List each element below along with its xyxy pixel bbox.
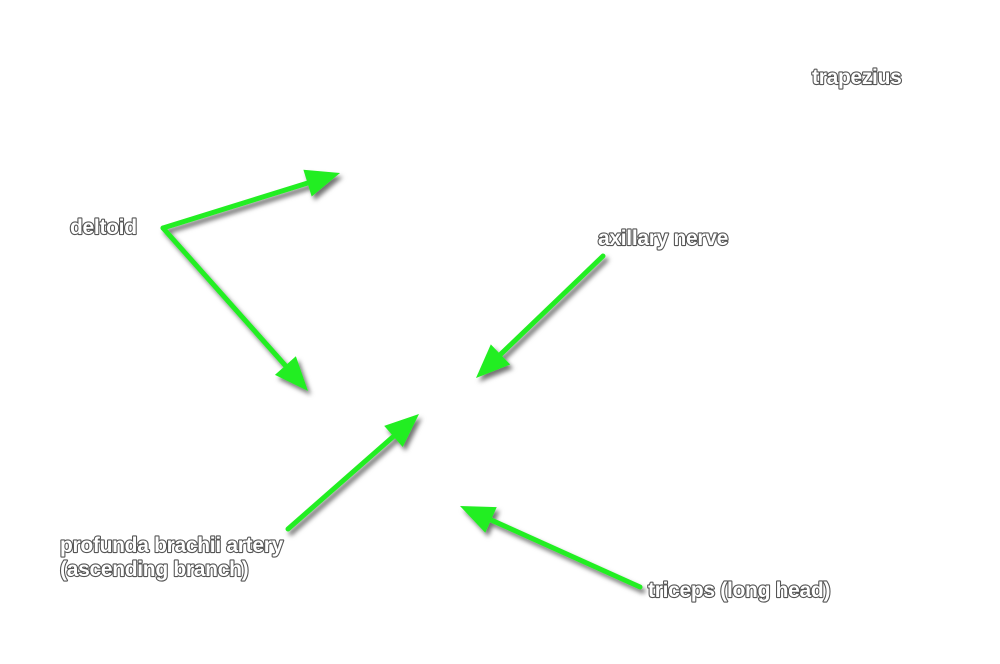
label-axillary-nerve: axillary nerve	[598, 227, 728, 250]
deltoid-lower-arrow-shaft	[160, 225, 291, 372]
deltoid-upper-arrow	[160, 169, 340, 231]
triceps-arrow-shaft	[484, 515, 643, 590]
deltoid-lower-arrow	[160, 225, 308, 391]
triceps-arrow-head	[460, 506, 497, 533]
profunda-brachii-arrow	[285, 414, 419, 532]
deltoid-lower-arrow-head	[274, 356, 308, 391]
label-profunda-brachii-line2: (ascending branch)	[60, 558, 248, 581]
deltoid-upper-arrow-shaft	[160, 179, 314, 231]
profunda-brachii-arrow-shaft	[285, 431, 399, 532]
axillary-nerve-arrow	[476, 253, 606, 378]
label-triceps-long-head: triceps (long head)	[648, 579, 830, 602]
arrows-layer	[160, 169, 643, 590]
label-deltoid: deltoid	[70, 216, 137, 239]
axillary-nerve-arrow-head	[476, 344, 511, 378]
label-trapezius: trapezius	[812, 66, 902, 89]
label-profunda-brachii-line1: profunda brachii artery	[60, 534, 284, 557]
profunda-brachii-arrow-head	[384, 414, 419, 447]
deltoid-upper-arrow-head	[303, 169, 340, 197]
axillary-nerve-arrow-shaft	[495, 253, 606, 360]
triceps-arrow	[460, 506, 643, 590]
